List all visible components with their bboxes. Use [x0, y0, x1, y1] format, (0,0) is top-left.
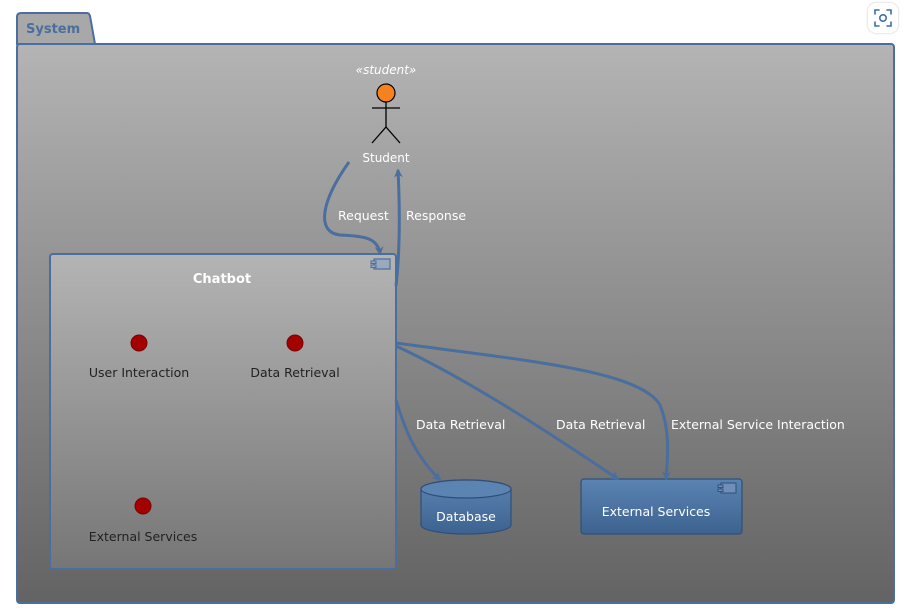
edge-ext-retrieval[interactable]: [395, 344, 620, 481]
edge-db-retrieval[interactable]: [394, 399, 442, 482]
external-services-label: External Services: [602, 504, 711, 519]
edges: [323, 161, 672, 482]
package-title: System: [26, 22, 80, 37]
edge-label-ext-retrieval: Data Retrieval: [556, 417, 645, 432]
interface-data-retrieval[interactable]: Data Retrieval: [250, 334, 340, 380]
actor-stereotype: «student»: [356, 63, 417, 77]
edge-response[interactable]: [393, 168, 403, 287]
student-actor[interactable]: «student» Student: [356, 63, 417, 165]
interface-external-services[interactable]: External Services: [89, 497, 198, 544]
edge-label-ext-interaction: External Service Interaction: [671, 417, 845, 432]
edge-labels: Request Response Data Retrieval Data Ret…: [338, 208, 845, 432]
interface-user-interaction[interactable]: User Interaction: [89, 334, 189, 380]
chatbot-component[interactable]: Chatbot User Interaction Data Retrieval …: [49, 253, 397, 570]
actor-head: [376, 83, 396, 103]
interface-dot: [134, 497, 152, 515]
actor-name: Student: [362, 151, 410, 165]
edge-request[interactable]: [323, 161, 384, 256]
interface-label: User Interaction: [89, 365, 189, 380]
focus-icon: [874, 9, 892, 27]
database-top: [420, 479, 512, 499]
external-services-box: [580, 478, 743, 535]
focus-button[interactable]: [868, 3, 898, 33]
interface-dot: [130, 334, 148, 352]
edge-label-request: Request: [338, 208, 389, 223]
edge-label-db-retrieval: Data Retrieval: [416, 417, 505, 432]
interface-dot: [286, 334, 304, 352]
package-tab: [16, 12, 97, 45]
chatbot-box: [49, 253, 397, 570]
interface-label: Data Retrieval: [250, 365, 339, 380]
interface-label: External Services: [89, 529, 198, 544]
chatbot-title: Chatbot: [193, 272, 251, 287]
actor-body: [371, 102, 401, 144]
edge-ext-interaction[interactable]: [395, 341, 672, 481]
database-node[interactable]: Database: [420, 479, 512, 535]
component-icon: [370, 258, 391, 270]
external-services-component[interactable]: External Services: [580, 478, 743, 535]
database-label: Database: [436, 509, 496, 524]
component-icon: [717, 482, 737, 494]
edge-label-response: Response: [406, 208, 466, 223]
